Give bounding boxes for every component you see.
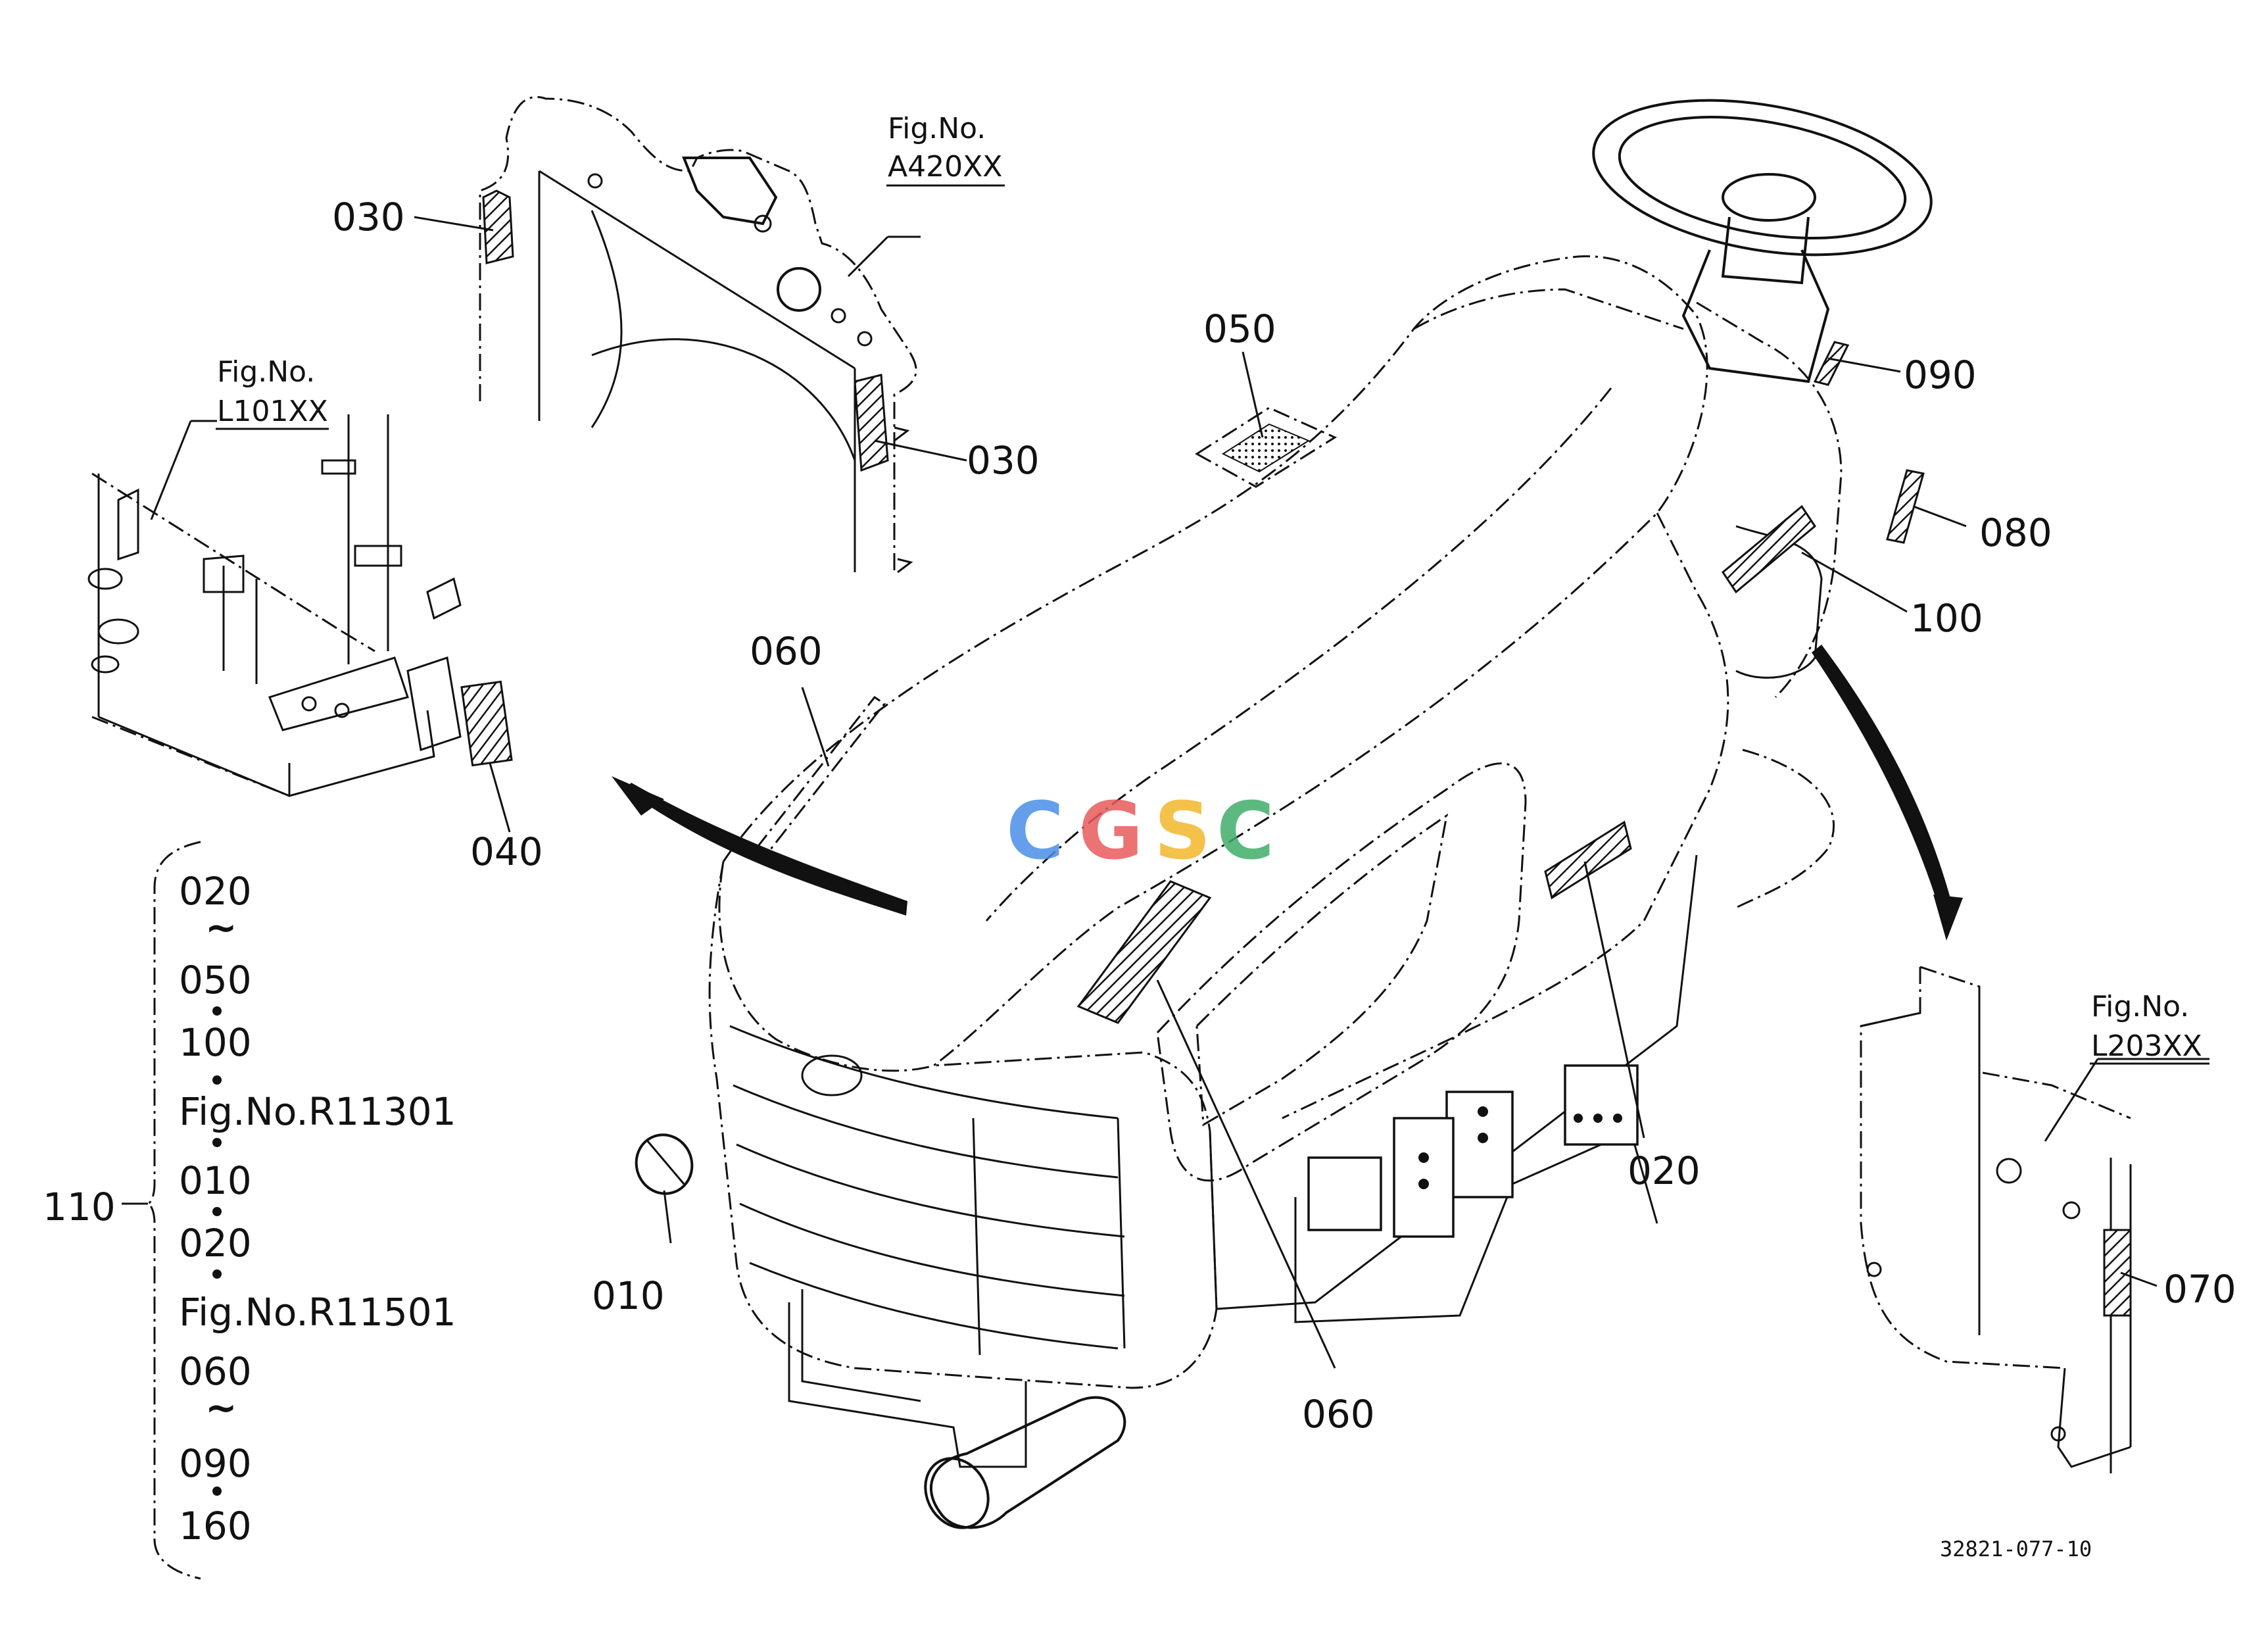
drawing-number: 32821-077-10	[1940, 1536, 2092, 1561]
inset-side-panel	[1860, 966, 2132, 1473]
set-list-separator-dot: •	[212, 1138, 222, 1147]
fig-ref-right-label: Fig.No.	[2091, 990, 2189, 1023]
fig-ref-l101xx: Fig.No. L101XX	[216, 355, 329, 430]
callout-030-top: 030	[332, 195, 405, 239]
callouts: 030 030 040 050 060 060 090 080 100 010 …	[43, 195, 2236, 1437]
emblem-010	[635, 1133, 694, 1195]
callout-010: 010	[592, 1273, 665, 1318]
decal-020-side	[1544, 820, 1632, 900]
set-list-bracket	[147, 841, 201, 1580]
set-list-item: 060	[179, 1349, 252, 1394]
fig-ref-a420xx: Fig.No. A420XX	[886, 112, 1005, 187]
set-list-separator-dot: •	[212, 1487, 222, 1496]
steering-wheel	[1592, 99, 1933, 383]
callout-110: 110	[43, 1185, 116, 1229]
decal-050-top	[1195, 406, 1338, 488]
set-list-item: 020	[179, 869, 252, 914]
fig-ref-right-code: L203XX	[2091, 1029, 2202, 1063]
set-list-item: 020	[179, 1221, 252, 1266]
set-list-separator-dot: •	[212, 1207, 222, 1216]
set-list-item: 160	[179, 1504, 252, 1548]
inset-radiator-frame	[479, 96, 917, 574]
set-list-separator-dot: •	[212, 1075, 222, 1085]
decal-060-side	[1076, 880, 1212, 1024]
fig-ref-left-label: Fig.No.	[217, 355, 315, 389]
set-list-separator-dot: •	[212, 1269, 222, 1279]
decal-060-left	[754, 695, 886, 857]
watermark-letter: C	[1217, 786, 1274, 877]
callout-100: 100	[1910, 596, 1983, 641]
fig-ref-left-code: L101XX	[217, 395, 328, 428]
tractor-hood-drawing	[612, 99, 1963, 1529]
callout-040: 040	[470, 829, 543, 874]
set-list-range-tilde: ~	[205, 905, 237, 950]
set-list-item: Fig.No.R11301	[179, 1089, 456, 1134]
callout-030-right: 030	[967, 438, 1040, 483]
fig-ref-l203xx: Fig.No. L203XX	[2090, 990, 2209, 1065]
decal-080	[1886, 469, 1925, 544]
set-list-item: 100	[179, 1020, 252, 1065]
callout-080: 080	[1979, 510, 2052, 555]
set-list-item: 050	[179, 958, 252, 1002]
set-list-item: 090	[179, 1441, 252, 1486]
watermark-letter: G	[1078, 786, 1144, 877]
set-list-range-tilde: ~	[205, 1385, 237, 1430]
callout-050: 050	[1203, 307, 1276, 351]
decal-100	[1722, 504, 1816, 594]
set-list: 020~050•100•Fig.No.R11301•010•020•Fig.No…	[179, 869, 456, 1548]
set-list-item: Fig.No.R11501	[179, 1290, 456, 1335]
watermark-letter: S	[1154, 786, 1211, 877]
decal-090	[1813, 341, 1850, 386]
watermark-letter: C	[1006, 786, 1064, 877]
set-list-item: 010	[179, 1158, 252, 1203]
callout-090: 090	[1904, 353, 1977, 397]
callout-070: 070	[2163, 1267, 2236, 1312]
callout-060-side: 060	[1302, 1392, 1375, 1437]
inset-floor-frame	[87, 414, 513, 797]
leader-lines	[122, 216, 2209, 1369]
set-list-separator-dot: •	[212, 1006, 222, 1016]
fig-ref-top-code: A420XX	[888, 150, 1002, 184]
callout-060-hood: 060	[750, 629, 823, 674]
callout-020: 020	[1628, 1148, 1701, 1193]
fig-ref-top-label: Fig.No.	[888, 112, 986, 145]
